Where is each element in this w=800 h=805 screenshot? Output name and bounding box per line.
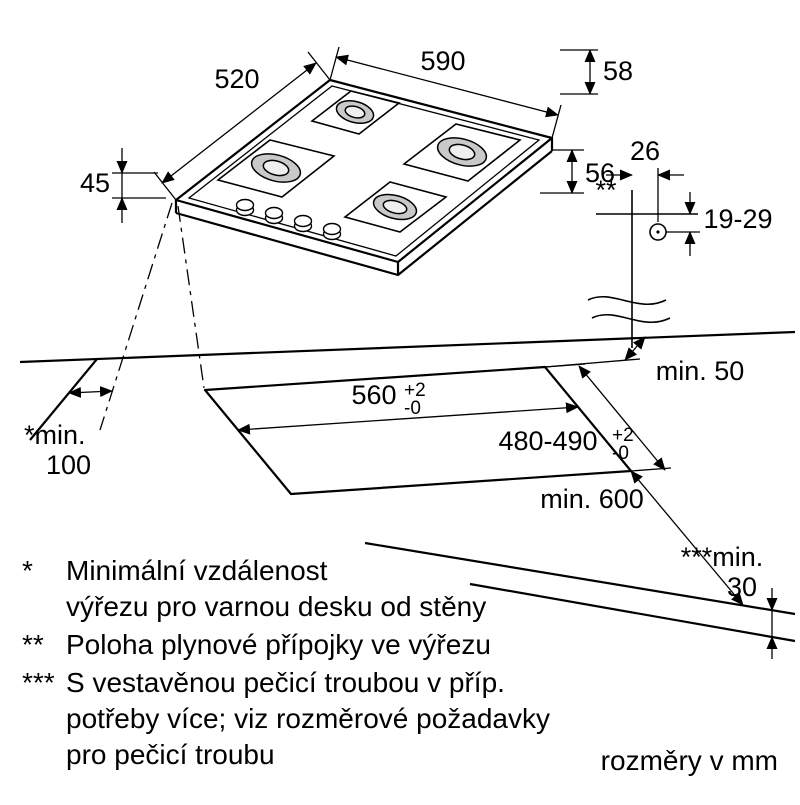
dim-480-tol-minus: -0 <box>612 443 629 464</box>
legend-star-3: *** <box>22 667 55 698</box>
dim-side-clearance: *min. 100 <box>24 386 113 480</box>
detail-break-line-1 <box>587 295 667 306</box>
knob-icon <box>235 198 255 217</box>
hob-projection-dashed-line-cutout <box>177 205 205 389</box>
units-note: rozměry v mm <box>601 745 778 776</box>
dim-min30-label: ***min. <box>681 542 764 572</box>
dim-590-ext <box>329 46 562 139</box>
dim-560-label: 560 <box>351 380 396 410</box>
dim-520-ext <box>153 51 331 201</box>
dim-19-29-label: 19-29 <box>703 204 772 234</box>
knob-icon <box>293 214 313 233</box>
worktop-front-lower-edge <box>469 582 796 643</box>
knob-icon <box>264 206 284 225</box>
dim-58-label: 58 <box>603 56 633 86</box>
dim-min100-line <box>68 386 113 398</box>
dim-profile-height: 45 <box>80 148 166 223</box>
burner-ring-inner <box>448 143 476 161</box>
burner-ring-inner <box>382 199 408 215</box>
burner-back-right <box>402 123 522 182</box>
gas-detail-marker: ** <box>595 175 617 205</box>
burner-front <box>343 181 448 233</box>
dim-56-label: 56 <box>585 158 615 188</box>
legend: * Minimální vzdálenost výřezu pro varnou… <box>22 555 778 776</box>
dim-480-line <box>578 365 666 471</box>
dim-rear-clearance: min. 50 <box>544 336 745 386</box>
dim-480-tol-plus: +2 <box>612 425 634 446</box>
dim-min50-label: min. 50 <box>656 356 745 386</box>
dim-590-line <box>335 54 559 118</box>
dim-min100-label: *min. <box>24 420 86 450</box>
dim-cutout-depth: 480-490 +2 -0 <box>498 363 672 472</box>
gas-connection-detail: 26 ** 19-29 <box>587 136 773 348</box>
dim-front-clearance: min. 600 <box>540 470 744 606</box>
dim-min600-label: min. 600 <box>540 484 644 514</box>
legend-star-2: ** <box>22 629 44 660</box>
dim-560-tol-minus: -0 <box>404 398 421 419</box>
dim-oven-clearance: ***min. 30 <box>681 542 778 659</box>
legend-line-3: Poloha plynové přípojky ve výřezu <box>66 629 491 660</box>
dim-min50-ext <box>544 358 641 368</box>
dim-hob-depth: 520 <box>153 51 331 201</box>
dim-hob-width: 590 <box>329 46 562 139</box>
detail-break-line-2 <box>591 313 671 324</box>
dim-480-label: 480-490 <box>498 426 597 456</box>
legend-line-4: S vestavěnou pečicí troubou v příp. <box>66 667 505 698</box>
dim-min100-value: 100 <box>46 450 91 480</box>
knob-icon <box>322 222 342 241</box>
legend-line-6: pro pečicí troubu <box>66 739 275 770</box>
dim-560-line <box>237 402 579 435</box>
dim-520-label: 520 <box>214 64 259 94</box>
control-knobs <box>235 198 342 241</box>
dim-26-label: 26 <box>630 136 660 166</box>
dim-install-depth: 56 <box>540 149 615 194</box>
worktop-back-edge <box>19 330 796 364</box>
dim-cutout-width: 560 +2 -0 <box>204 366 583 436</box>
legend-line-2: výřezu pro varnou desku od stěny <box>66 591 486 622</box>
dim-min30-value: 30 <box>727 572 757 602</box>
legend-line-1: Minimální vzdálenost <box>66 555 328 586</box>
gas-connection-center <box>656 230 660 234</box>
dim-560-tol-plus: +2 <box>404 380 426 401</box>
dim-560-ext-left <box>204 389 243 436</box>
hob-thickness-edges <box>174 138 554 277</box>
pan-support <box>402 123 522 182</box>
worktop-left-edge <box>29 358 98 441</box>
dim-min600-line <box>630 470 744 606</box>
legend-star-1: * <box>22 555 33 586</box>
dim-grate-height: 58 <box>560 49 633 95</box>
dim-min50-line <box>624 336 646 361</box>
dim-45-label: 45 <box>80 168 110 198</box>
dim-520-line <box>161 62 317 184</box>
pan-support <box>343 181 448 233</box>
legend-line-5: potřeby více; viz rozměrové požadavky <box>66 703 550 734</box>
dim-590-label: 590 <box>420 46 465 76</box>
